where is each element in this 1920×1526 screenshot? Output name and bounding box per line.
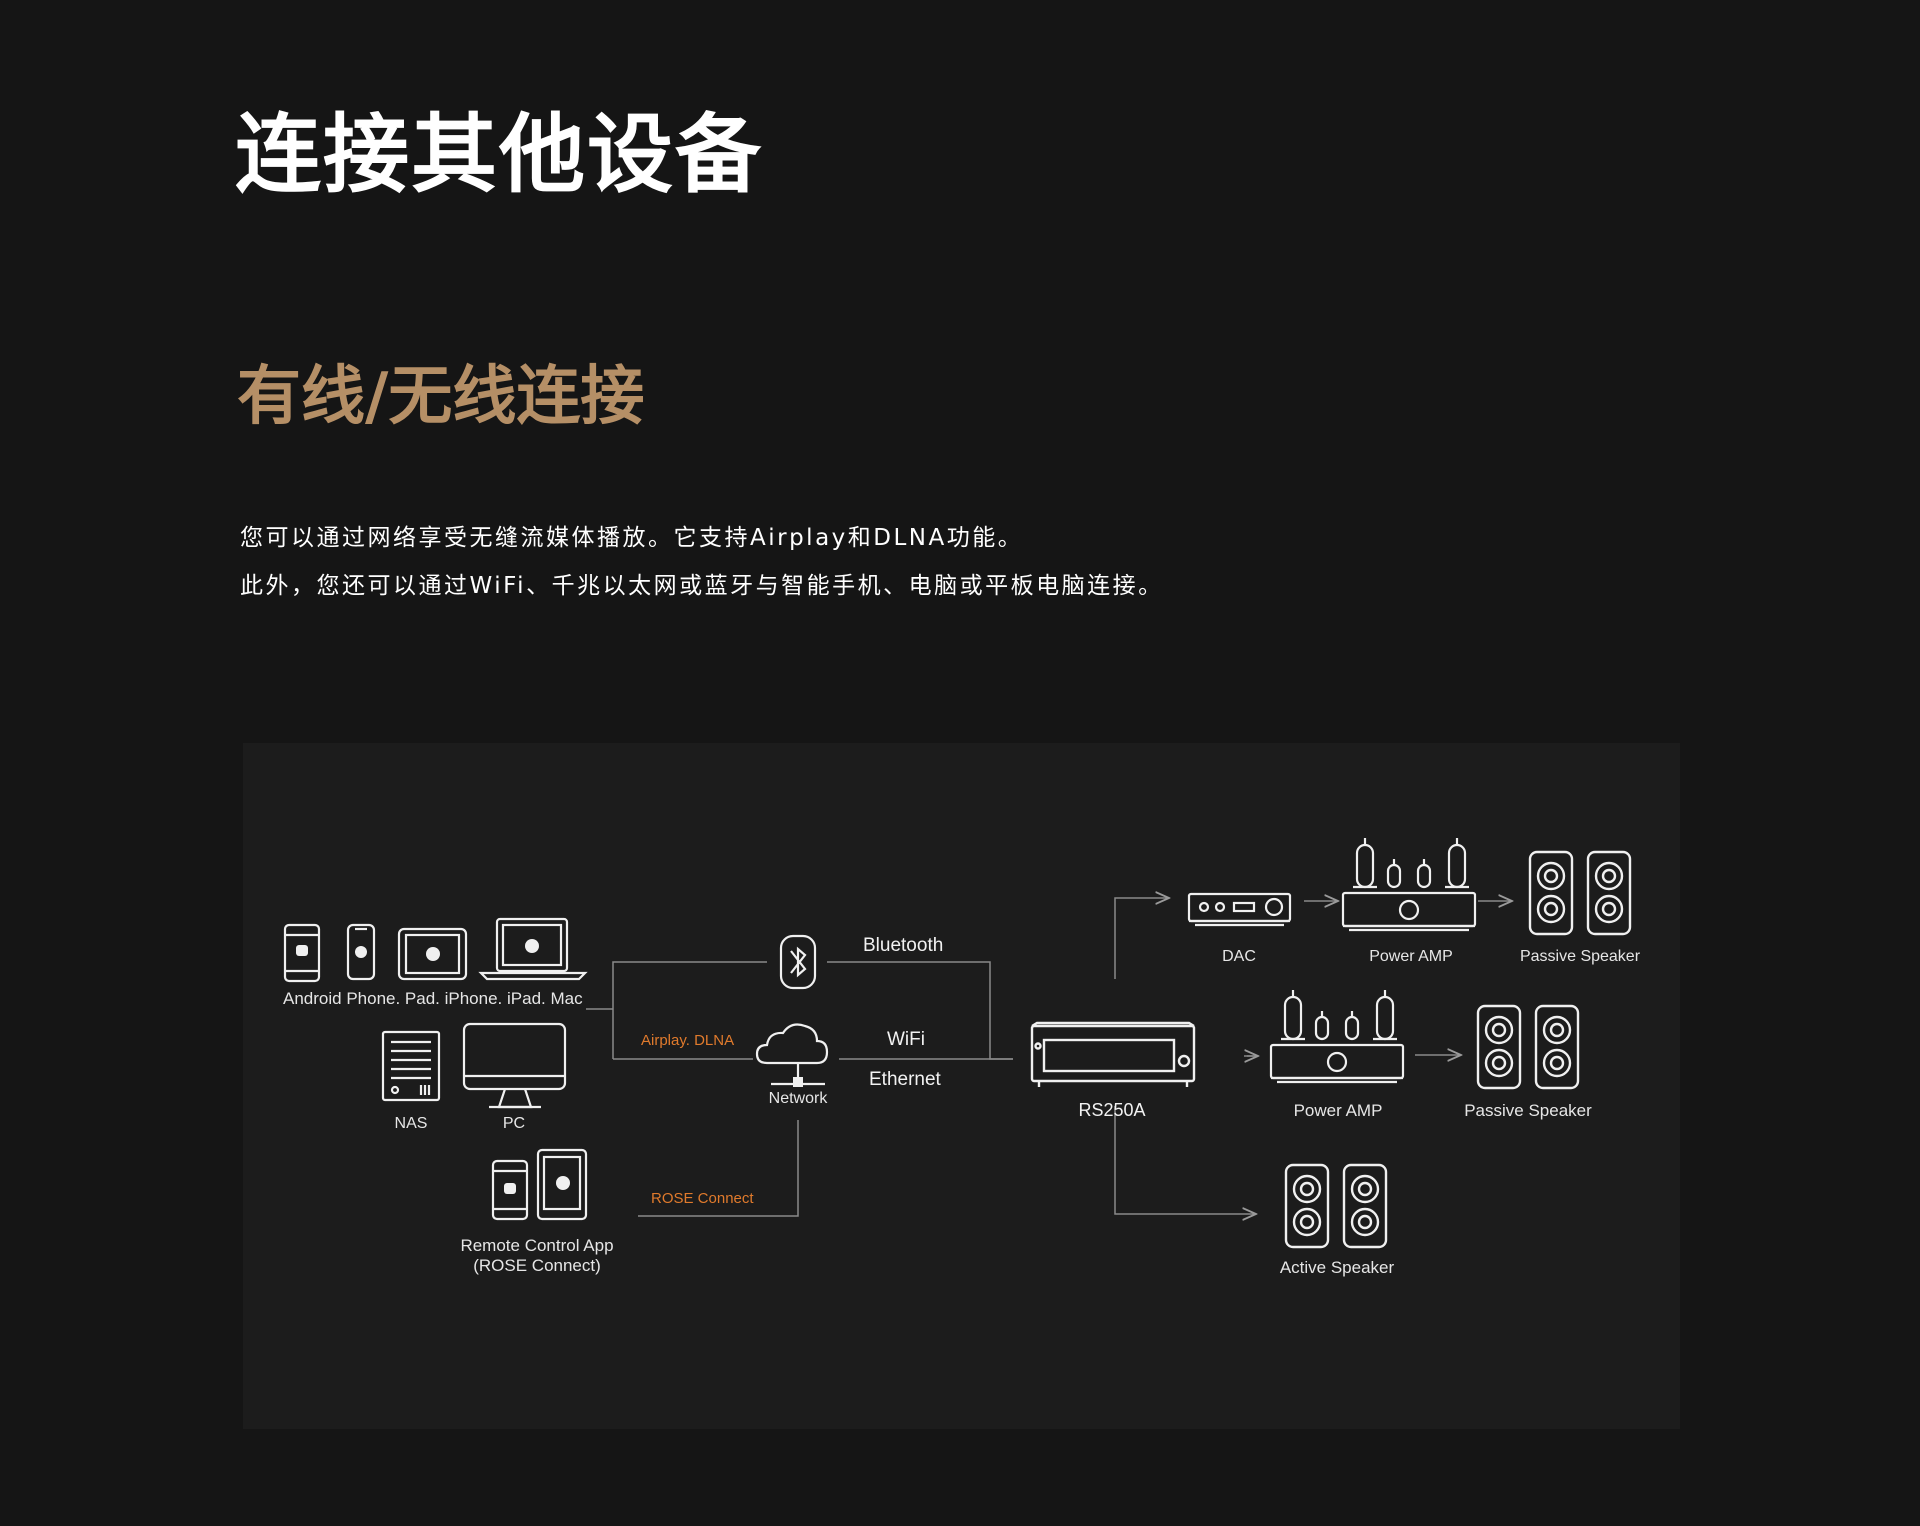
- rs250a-label: RS250A: [1078, 1100, 1146, 1120]
- pc-monitor-icon: [462, 1022, 567, 1109]
- iphone-icon: [346, 923, 376, 981]
- rs250a-device-icon: [1030, 1021, 1196, 1087]
- ipad-icon: [397, 927, 468, 981]
- wifi-label: WiFi: [887, 1029, 925, 1050]
- source-devices-label: Android Phone. Pad. iPhone. iPad. Mac: [283, 989, 583, 1008]
- page-title: 连接其他设备: [235, 105, 763, 205]
- dac-icon: [1187, 892, 1292, 927]
- pc-label: PC: [502, 1115, 526, 1132]
- passive-speaker-label-top: Passive Speaker: [1519, 948, 1641, 965]
- airplay-dlna-label: Airplay. DLNA: [641, 1032, 735, 1049]
- rose-connect-label: ROSE Connect: [651, 1190, 754, 1207]
- source-devices: [283, 917, 588, 1221]
- remote-app-label-line1: Remote Control App: [460, 1236, 614, 1255]
- tube-amp-icon-mid: [1269, 990, 1405, 1084]
- tube-amp-icon-top: [1341, 838, 1477, 932]
- android-phone-icon: [283, 923, 321, 983]
- intro-line-1: 您可以通过网络享受无缝流媒体播放。它支持Airplay和DLNA功能。: [240, 525, 1024, 551]
- macbook-icon: [478, 917, 588, 981]
- remote-app-label-line2: (ROSE Connect): [473, 1256, 601, 1275]
- passive-speaker-label-mid: Passive Speaker: [1464, 1101, 1592, 1120]
- intro-line-2: 此外，您还可以通过WiFi、千兆以太网或蓝牙与智能手机、电脑或平板电脑连接。: [240, 573, 1164, 599]
- remote-ipad-icon: [536, 1148, 588, 1221]
- ethernet-label: Ethernet: [869, 1069, 941, 1090]
- power-amp-label-mid: Power AMP: [1293, 1101, 1383, 1120]
- connection-lines: [586, 898, 1512, 1216]
- diagram-graphics: [283, 838, 1632, 1249]
- nas-label: NAS: [394, 1115, 428, 1132]
- network-cloud-icon: [755, 1023, 829, 1087]
- active-speaker-label: Active Speaker: [1279, 1258, 1395, 1277]
- hub-icons: [755, 934, 829, 1087]
- network-label: Network: [768, 1090, 828, 1107]
- connection-diagram: Android Phone. Pad. iPhone. iPad. Mac NA…: [243, 743, 1680, 1429]
- passive-speakers-icon-mid: [1476, 1004, 1580, 1090]
- passive-speakers-icon-top: [1528, 850, 1632, 936]
- active-speakers-icon: [1284, 1163, 1388, 1249]
- nas-icon: [381, 1030, 441, 1102]
- power-amp-label-top: Power AMP: [1369, 948, 1453, 965]
- section-title: 有线/无线连接: [237, 360, 645, 434]
- remote-android-phone-icon: [491, 1159, 529, 1221]
- bluetooth-label: Bluetooth: [863, 935, 944, 956]
- bluetooth-icon: [779, 934, 817, 990]
- dac-label: DAC: [1222, 948, 1256, 965]
